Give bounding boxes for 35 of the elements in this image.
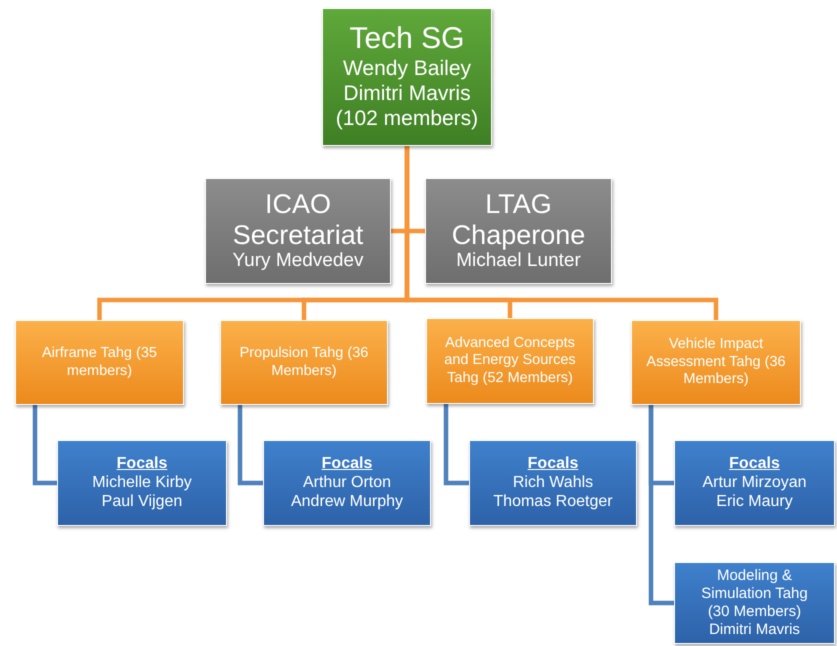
- org-box: [426, 318, 594, 404]
- org-box: [674, 440, 835, 526]
- box-heading: Focals: [528, 454, 578, 473]
- box-text: Michael Lunter: [456, 250, 581, 273]
- connector-line: [238, 405, 263, 486]
- box-text: Propulsion Tahg (36 Members): [238, 345, 370, 380]
- box-heading: Tech SG: [349, 22, 465, 56]
- box-text: Modeling & Simulation Tahg (30 Members) Dimitri Mavris: [700, 567, 809, 639]
- box-text: Vehicle Impact Assessment Tahg (36 Members): [645, 336, 787, 389]
- org-box: [674, 562, 835, 644]
- org-box: [322, 8, 492, 146]
- org-box: [205, 178, 391, 284]
- org-box: [220, 320, 388, 405]
- org-box: [469, 440, 637, 526]
- box-text: Arthur Orton Andrew Murphy: [290, 472, 404, 512]
- box-text: Yury Medvedev: [232, 250, 364, 273]
- box-heading: Focals: [322, 454, 372, 473]
- org-box: [425, 178, 612, 284]
- box-heading: Focals: [116, 454, 168, 473]
- connector-line: [32, 405, 57, 486]
- box-heading: LTAG Chaperone: [450, 189, 586, 250]
- box-text: Rich Wahls Thomas Roetger: [492, 472, 614, 512]
- box-text: Michelle Kirby Paul Vijgen: [91, 472, 193, 512]
- box-text: Wendy Bailey Dimitri Mavris (102 members): [334, 56, 480, 132]
- connector-line: [444, 404, 469, 486]
- org-box: [263, 440, 431, 526]
- connector-line: [648, 405, 674, 606]
- box-heading: ICAO Secretariat: [232, 189, 364, 250]
- box-heading: Focals: [729, 454, 780, 473]
- box-text: Advanced Concepts and Energy Sources Tahg (52 Members): [443, 334, 577, 388]
- box-text: Airframe Tahg (35 members): [41, 345, 158, 380]
- org-box: [57, 440, 227, 526]
- box-text: Artur Mirzoyan Eric Maury: [701, 472, 808, 512]
- org-box: [15, 320, 184, 405]
- org-box: [631, 320, 801, 405]
